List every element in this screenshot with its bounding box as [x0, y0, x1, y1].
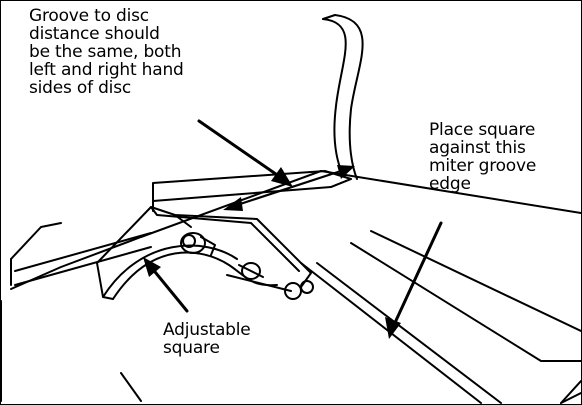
groove-distance-label: Groove to disc distance should be the sa… — [29, 6, 184, 98]
miter-groove — [300, 230, 581, 404]
table-surface — [1, 170, 581, 404]
distance-arrow — [223, 165, 355, 211]
sanding-disc — [322, 14, 364, 180]
miter-bar — [10, 222, 152, 286]
place-square-label: Place square against this miter groove e… — [429, 120, 537, 194]
adjustable-square — [96, 206, 314, 300]
pointer-arrows — [143, 119, 443, 339]
adjustable-square-label: Adjustable square — [163, 320, 251, 358]
